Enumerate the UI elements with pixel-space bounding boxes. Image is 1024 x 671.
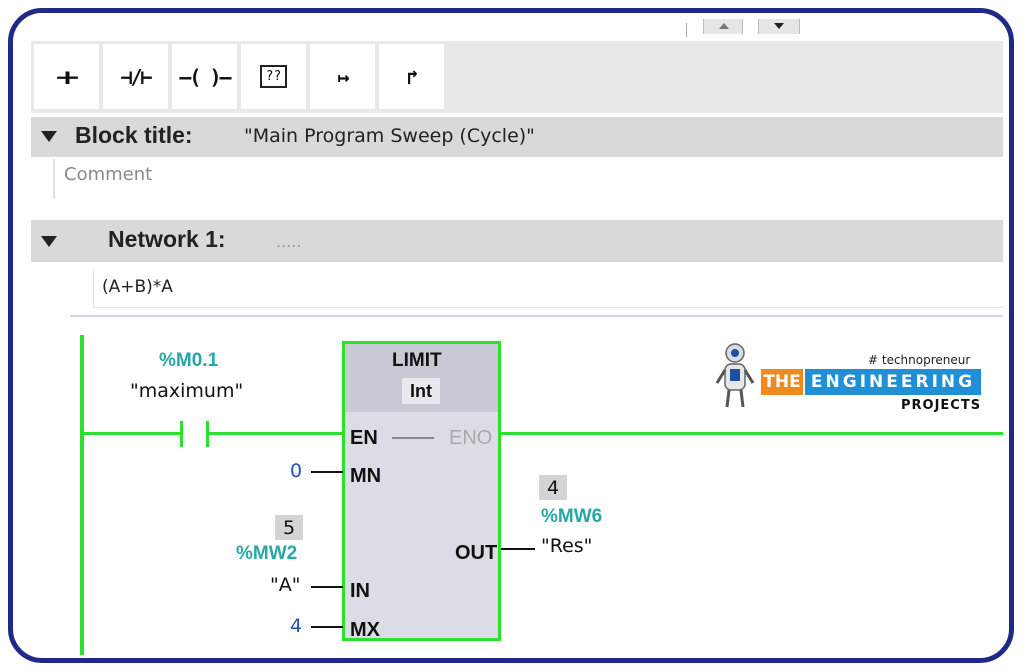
collapse-triangle-icon[interactable] <box>41 131 57 142</box>
left-power-rail <box>80 335 84 655</box>
logo-projects: PROJECTS <box>901 398 982 413</box>
close-branch-button[interactable]: ↱ <box>379 44 444 109</box>
function-name: LIMIT <box>392 350 442 371</box>
window-frame: ⊣⊢ ⊣/⊢ –( )– ?? ↦ ↱ Block title: "Main P… <box>8 8 1014 663</box>
scroll-down-button[interactable] <box>758 19 800 34</box>
chevron-down-icon <box>774 23 784 29</box>
pin-eno: ENO <box>449 427 493 449</box>
network-comment: (A+B)*A <box>102 277 173 297</box>
mx-value[interactable]: 4 <box>290 615 303 637</box>
in-wire <box>311 586 343 588</box>
contact-address[interactable]: %M0.1 <box>159 350 219 371</box>
network-label: Network 1: <box>108 226 226 252</box>
normally-open-contact-icon: ⊣⊢ <box>56 64 78 89</box>
network-separator <box>70 315 1003 317</box>
block-title-value[interactable]: "Main Program Sweep (Cycle)" <box>244 125 535 147</box>
scroll-up-button[interactable] <box>703 19 743 34</box>
rung-wire <box>208 432 343 435</box>
type-selector[interactable]: Int <box>402 378 440 404</box>
block-comment[interactable]: Comment <box>64 164 153 185</box>
normally-closed-contact-icon: ⊣/⊢ <box>120 64 152 89</box>
collapse-triangle-icon[interactable] <box>41 236 57 247</box>
eno-rung-wire <box>501 432 1003 435</box>
network-title-bar[interactable]: Network 1: ..... <box>31 220 1003 262</box>
pin-in: IN <box>350 580 370 602</box>
logo-tagline: # technopreneur <box>868 353 971 367</box>
network-comment-field[interactable]: (A+B)*A <box>93 269 1004 308</box>
mn-wire <box>311 471 343 473</box>
mn-value[interactable]: 0 <box>290 460 303 482</box>
top-scroll-strip <box>13 13 1009 39</box>
ladder-toolbar: ⊣⊢ ⊣/⊢ –( )– ?? ↦ ↱ <box>31 41 1003 113</box>
chevron-up-icon <box>719 23 729 29</box>
close-branch-icon: ↱ <box>406 64 418 89</box>
in-tag-name[interactable]: "A" <box>270 574 301 596</box>
mx-wire <box>311 626 343 628</box>
pin-en: EN <box>350 427 378 449</box>
out-monitor-text: 4 <box>546 476 560 499</box>
block-title-bar[interactable]: Block title: "Main Program Sweep (Cycle)… <box>31 117 1003 157</box>
out-tag-name[interactable]: "Res" <box>541 535 593 557</box>
block-title-label: Block title: <box>75 122 193 148</box>
contact-left-bar[interactable] <box>180 421 183 447</box>
coil-button[interactable]: –( )– <box>172 44 237 109</box>
empty-box-button[interactable]: ?? <box>241 44 306 109</box>
in-monitor-value: 5 <box>275 515 303 540</box>
divider <box>686 23 687 37</box>
out-address[interactable]: %MW6 <box>541 506 603 527</box>
in-monitor-text: 5 <box>282 516 296 539</box>
nc-contact-button[interactable]: ⊣/⊢ <box>103 44 168 109</box>
out-wire <box>501 548 535 550</box>
logo-engineering: ENGINEERING <box>810 372 976 392</box>
network-title-placeholder[interactable]: ..... <box>276 232 302 251</box>
en-eno-link <box>392 437 434 439</box>
logo-the-badge: THE <box>761 369 803 395</box>
open-branch-button[interactable]: ↦ <box>310 44 375 109</box>
pin-mn: MN <box>350 465 382 487</box>
limit-function-box[interactable]: LIMIT Int EN ENO MN OUT IN MX <box>342 341 501 641</box>
out-monitor-value: 4 <box>539 475 567 500</box>
pin-out: OUT <box>455 542 498 564</box>
pin-mx: MX <box>350 619 380 641</box>
contact-tag-name[interactable]: "maximum" <box>130 380 244 402</box>
output-coil-icon: –( )– <box>179 64 231 89</box>
logo: # technopreneur THE ENGINEERING PROJECTS <box>713 343 983 415</box>
comment-margin <box>53 159 55 199</box>
empty-box-icon: ?? <box>259 65 288 88</box>
logo-the: THE <box>763 372 801 392</box>
open-branch-icon: ↦ <box>337 64 349 89</box>
function-type: Int <box>410 380 432 401</box>
in-address[interactable]: %MW2 <box>236 543 298 564</box>
no-contact-button[interactable]: ⊣⊢ <box>34 44 99 109</box>
rung-wire <box>82 432 182 435</box>
logo-engineering-badge: ENGINEERING <box>805 369 981 395</box>
contact-right-bar[interactable] <box>206 421 209 447</box>
robot-mascot-icon <box>715 343 755 408</box>
